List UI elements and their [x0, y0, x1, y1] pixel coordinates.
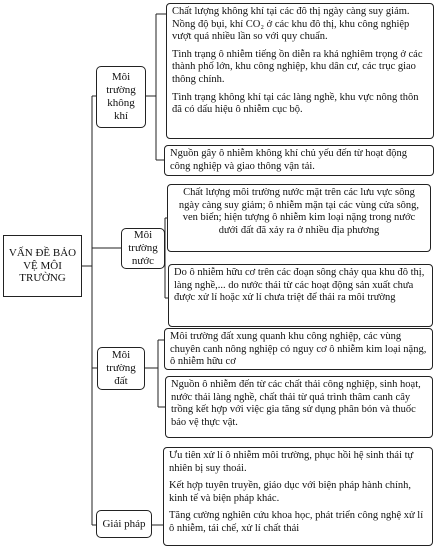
leaf-paragraph: Chất lượng môi trường nước mặt trên các … [178, 187, 420, 236]
leaf-paragraph: Tăng cường nghiên cứu khoa học, phát tri… [169, 510, 424, 534]
leaf-paragraph: Tình trạng ô nhiễm tiếng ồn diễn ra khá … [172, 48, 423, 85]
leaf-paragraph: Chất lượng không khí tại các đô thị ngày… [172, 6, 410, 43]
branch-water-label: Môi trường nước [128, 229, 158, 267]
leaf-soil-status: Môi trường đất xung quanh khu công nghiệ… [164, 328, 433, 370]
branch-soil-label: Môi trường đất [106, 349, 136, 387]
leaf-paragraph: Tình trạng không khí tại các làng nghề, … [172, 91, 419, 116]
leaf-water-status: Chất lượng môi trường nước mặt trên các … [167, 184, 431, 252]
leaf-paragraph: Nguồn gây ô nhiễm không khí chủ yếu đến … [170, 148, 407, 172]
branch-solutions: Giải pháp [96, 510, 152, 538]
branch-air: Môi trường không khí [96, 66, 146, 128]
root-label: VẤN ĐỀ BẢO VỆ MÔI TRƯỜNG [8, 247, 77, 285]
leaf-solutions: Ưu tiên xử lí ô nhiễm môi trường, phục h… [163, 447, 433, 546]
branch-soil: Môi trường đất [97, 347, 145, 390]
branch-solutions-label: Giải pháp [102, 517, 146, 530]
branch-air-label: Môi trường không khí [106, 71, 136, 122]
leaf-air-source: Nguồn gây ô nhiễm không khí chủ yếu đến … [164, 145, 434, 176]
leaf-paragraph: Do ô nhiễm hữu cơ trên các đoạn sông chả… [174, 267, 425, 304]
leaf-air-status: Chất lượng không khí tại các đô thị ngày… [166, 3, 434, 139]
branch-water: Môi trường nước [121, 228, 165, 269]
leaf-soil-source: Nguồn ô nhiễm đến từ các chất thải công … [165, 376, 433, 438]
leaf-paragraph: Nguồn ô nhiễm đến từ các chất thải công … [171, 379, 421, 428]
leaf-paragraph: Kết hợp tuyên truyền, giáo dục với biện … [169, 480, 412, 504]
leaf-paragraph: Môi trường đất xung quanh khu công nghiệ… [170, 331, 427, 368]
root-node: VẤN ĐỀ BẢO VỆ MÔI TRƯỜNG [3, 235, 82, 297]
leaf-paragraph: Ưu tiên xử lí ô nhiễm môi trường, phục h… [169, 450, 414, 474]
leaf-water-source: Do ô nhiễm hữu cơ trên các đoạn sông chả… [168, 264, 433, 327]
